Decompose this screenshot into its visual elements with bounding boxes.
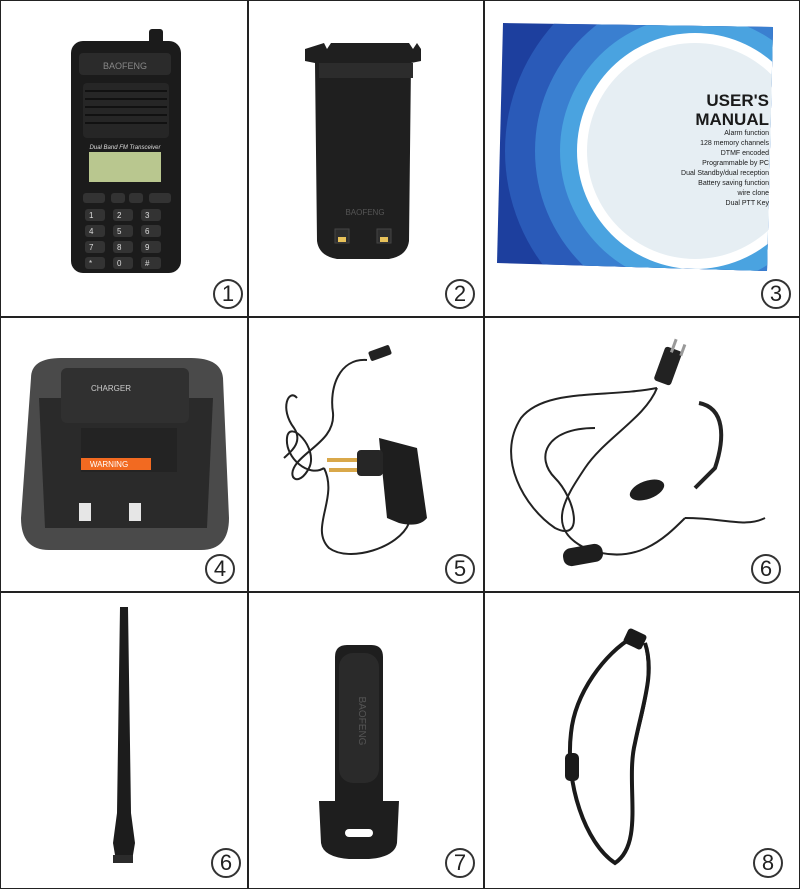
cell-lanyard: 8 bbox=[484, 592, 800, 889]
cell-adapter: 5 bbox=[248, 317, 484, 592]
belt-clip-image: BAOFENG bbox=[319, 645, 399, 859]
radio-brand: BAOFENG bbox=[103, 61, 147, 71]
svg-text:2: 2 bbox=[117, 211, 122, 220]
manual-features: Alarm function 128 memory channels DTMF … bbox=[681, 129, 769, 209]
feature-item: Alarm function bbox=[724, 130, 769, 137]
svg-text:7: 7 bbox=[89, 243, 94, 252]
cell-antenna: 6 bbox=[0, 592, 248, 889]
item-number-badge: 8 bbox=[753, 848, 783, 878]
item-number-badge: 2 bbox=[445, 279, 475, 309]
svg-text:6: 6 bbox=[145, 227, 150, 236]
feature-item: DTMF encoded bbox=[720, 150, 769, 157]
cell-earpiece: 6 bbox=[484, 317, 800, 592]
item-number-badge: 4 bbox=[205, 554, 235, 584]
cell-charger: CHARGER WARNING 4 bbox=[0, 317, 248, 592]
manual-title-line2: MANUAL bbox=[695, 110, 769, 129]
svg-text:5: 5 bbox=[117, 227, 122, 236]
feature-item: Dual Standby/dual reception bbox=[681, 170, 769, 177]
item-number-badge: 1 bbox=[213, 279, 243, 309]
cell-manual: USER'S MANUAL Alarm function 128 memory … bbox=[484, 0, 800, 317]
cell-battery: BAOFENG 2 bbox=[248, 0, 484, 317]
radio-screen-caption: Dual Band FM Transceiver bbox=[90, 145, 162, 151]
antenna-image bbox=[113, 607, 135, 863]
svg-text:8: 8 bbox=[117, 243, 122, 252]
svg-text:*: * bbox=[89, 259, 92, 268]
item-number-badge: 3 bbox=[761, 279, 791, 309]
svg-text:9: 9 bbox=[145, 243, 150, 252]
item-number-badge: 7 bbox=[445, 848, 475, 878]
radio-image: BAOFENG Dual Band FM Transceiver 1 2 3 4 5 6 bbox=[71, 29, 181, 273]
svg-text:1: 1 bbox=[89, 211, 94, 220]
cell-radio: BAOFENG Dual Band FM Transceiver 1 2 3 4 5 6 bbox=[0, 0, 248, 317]
belt-clip-brand: BAOFENG bbox=[356, 697, 367, 746]
svg-text:#: # bbox=[145, 259, 150, 268]
svg-text:0: 0 bbox=[117, 259, 122, 268]
adapter-image bbox=[283, 345, 427, 555]
feature-item: Battery saving function bbox=[698, 180, 769, 187]
manual-cover-image bbox=[497, 23, 773, 271]
feature-item: 128 memory channels bbox=[700, 140, 769, 147]
item-number-badge: 6 bbox=[751, 554, 781, 584]
earpiece-image bbox=[510, 338, 766, 567]
charger-warning: WARNING bbox=[90, 460, 128, 469]
cell-belt-clip: BAOFENG 7 bbox=[248, 592, 484, 889]
svg-text:4: 4 bbox=[89, 227, 94, 236]
manual-title-line1: USER'S bbox=[706, 91, 769, 110]
manual-title: USER'S MANUAL bbox=[695, 91, 769, 129]
lanyard-image bbox=[565, 628, 651, 866]
battery-brand: BAOFENG bbox=[345, 208, 384, 217]
battery-image: BAOFENG bbox=[305, 43, 421, 259]
feature-item: Dual PTT Key bbox=[725, 200, 769, 207]
svg-text:3: 3 bbox=[145, 211, 150, 220]
feature-item: wire clone bbox=[737, 190, 769, 197]
item-number-badge: 6 bbox=[211, 848, 241, 878]
feature-item: Programmable by PC bbox=[702, 160, 769, 167]
charger-label: CHARGER bbox=[91, 384, 131, 393]
item-number-badge: 5 bbox=[445, 554, 475, 584]
charger-image: CHARGER WARNING bbox=[21, 358, 229, 550]
